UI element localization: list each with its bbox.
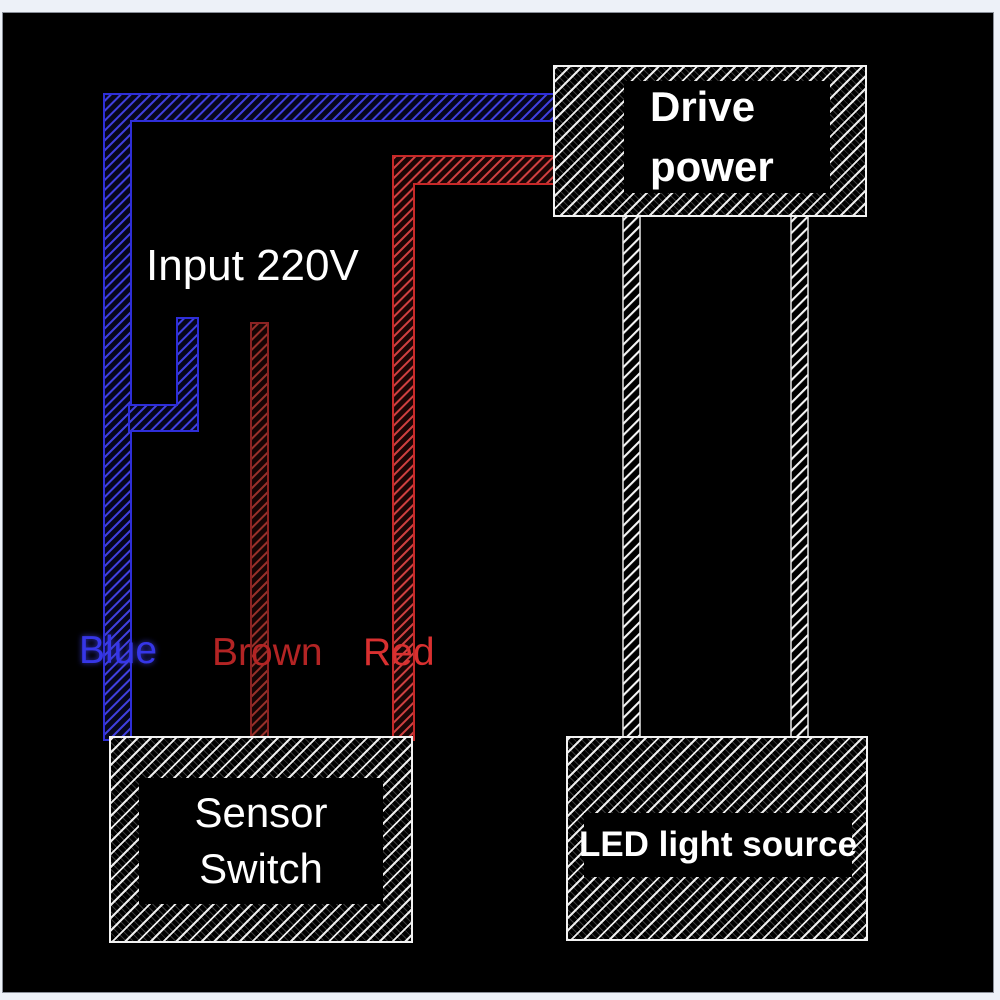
brown-wire [250,322,269,741]
drive-power-label-line1: Drive [650,83,756,130]
input-voltage-label: Input 220V [146,241,359,290]
red-wire-label: Red [363,631,435,674]
drive-to-led-wire-right [790,212,809,741]
sensor-switch-label-line1: Sensor [194,789,328,836]
brown-wire-label: Brown [212,631,323,674]
led-light-source-box: LED light source [566,736,868,941]
drive-power-label-line2: power [650,143,774,190]
drive-power-box: Drive power [553,65,867,217]
sensor-switch-box: Sensor Switch [109,736,413,943]
blue-wire-stub [128,317,199,432]
blue-wire-label: Blue [79,629,158,672]
drive-power-label-panel: Drive power [624,81,830,193]
sensor-switch-label-line2: Switch [199,845,323,892]
drive-to-led-wire-left [622,212,641,741]
sensor-switch-label-panel: Sensor Switch [139,778,383,904]
led-light-source-label: LED light source [578,825,858,864]
led-light-source-label-panel: LED light source [579,813,857,877]
wiring-layer [103,93,809,741]
diagram-canvas: Drive power Sensor Switch LED light sour… [2,12,994,993]
